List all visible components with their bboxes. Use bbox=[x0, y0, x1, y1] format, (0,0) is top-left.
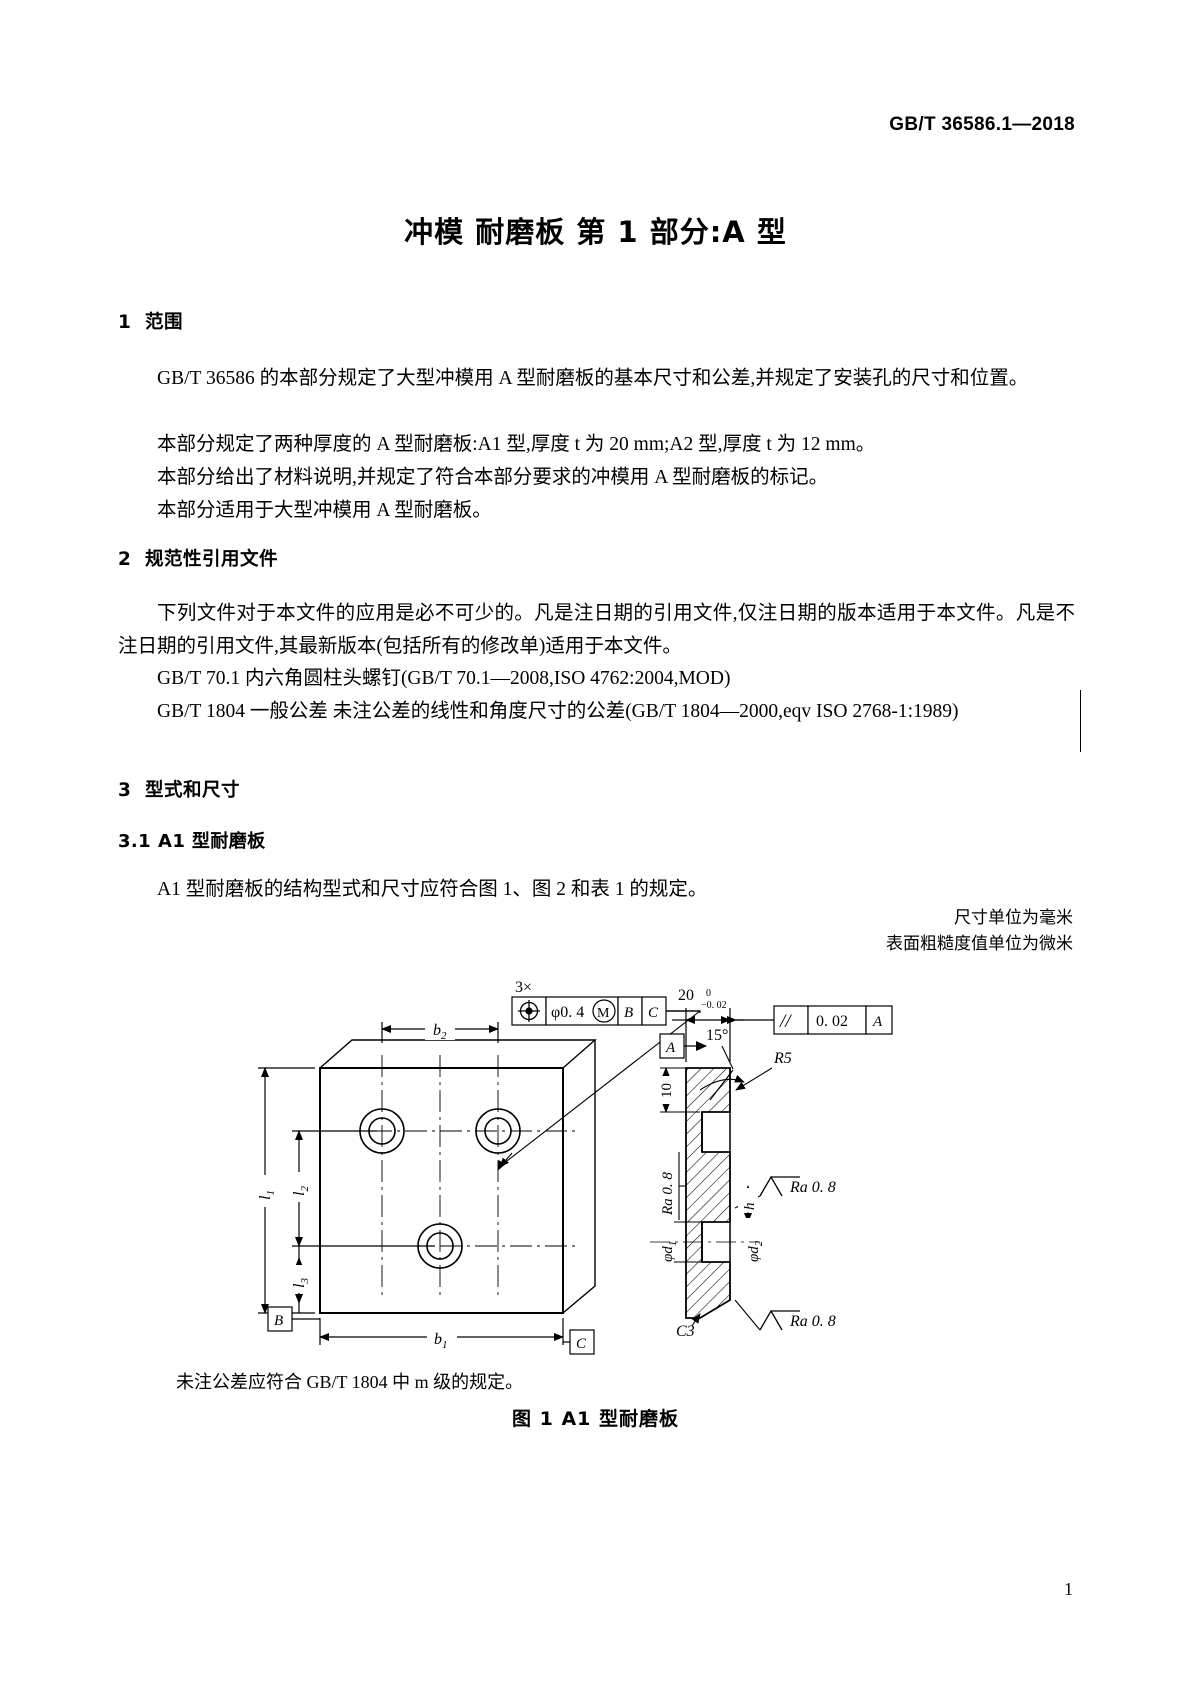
dim-label-b1: b1 bbox=[434, 1331, 448, 1351]
fcf-diameter-tolerance: φ0. 4 bbox=[551, 1004, 584, 1021]
section-1-paragraph-2: 本部分规定了两种厚度的 A 型耐磨板:A1 型,厚度 t 为 20 mm;A2 … bbox=[157, 434, 876, 455]
figure-footnote: 未注公差应符合 GB/T 1804 中 m 级的规定。 bbox=[176, 1372, 524, 1392]
datum-a-section: A bbox=[665, 1040, 676, 1056]
page-number: 1 bbox=[1064, 1579, 1073, 1599]
unit-note-roughness: 表面粗糙度值单位为微米 bbox=[886, 934, 1073, 953]
section-2-title: 规范性引用文件 bbox=[145, 549, 279, 570]
dim-h-label: h bbox=[742, 1203, 758, 1211]
section-1-number: 1 bbox=[118, 312, 132, 333]
heading-section-3-1: 3.1 A1 型耐磨板 bbox=[118, 827, 266, 853]
svg-text:Ra 0. 8: Ra 0. 8 bbox=[789, 1179, 836, 1196]
feature-control-frame: φ0. 4 M B C bbox=[511, 996, 667, 1026]
dim-d1-label: φd1 bbox=[660, 1241, 679, 1262]
parallelism-symbol: // bbox=[779, 1011, 792, 1032]
change-bar bbox=[1080, 690, 1081, 752]
figure-unit-notes: 尺寸单位为毫米 表面粗糙度值单位为微米 bbox=[886, 905, 1073, 957]
section-1-paragraph-3: 本部分给出了材料说明,并规定了符合本部分要求的冲模用 A 型耐磨板的标记。 bbox=[157, 467, 829, 488]
section-2-reference-2: GB/T 1804 一般公差 未注公差的线性和角度尺寸的公差(GB/T 1804… bbox=[157, 701, 959, 722]
roughness-left: Ra 0. 8 bbox=[655, 1152, 686, 1220]
running-header: GB/T 36586.1—2018 bbox=[889, 114, 1075, 136]
dim-20-value: 20 bbox=[678, 987, 694, 1004]
heading-section-1: 1 范围 bbox=[118, 308, 183, 334]
section-2-reference-1: GB/T 70.1 内六角圆柱头螺钉(GB/T 70.1—2008,ISO 47… bbox=[157, 668, 731, 689]
section-1-paragraph-4: 本部分适用于大型冲模用 A 型耐磨板。 bbox=[157, 500, 492, 521]
unit-note-dimension: 尺寸单位为毫米 bbox=[954, 908, 1073, 927]
figure-caption: 图 1 A1 型耐磨板 bbox=[512, 1408, 679, 1430]
hole-count-label: 3× bbox=[515, 979, 532, 996]
parallelism-datum: A bbox=[872, 1014, 883, 1030]
radius-r5-label: R5 bbox=[773, 1050, 792, 1067]
fcf-mmc-modifier: M bbox=[597, 1006, 610, 1021]
section-1-paragraph-1: GB/T 36586 的本部分规定了大型冲模用 A 型耐磨板的基本尺寸和公差,并… bbox=[157, 368, 1029, 389]
dim-10-label: 10 bbox=[659, 1083, 675, 1098]
page-title: 冲模 耐磨板 第 1 部分:A 型 bbox=[404, 215, 787, 249]
roughness-right-lower: Ra 0. 8 bbox=[734, 1299, 836, 1331]
section-2-paragraph-1: 下列文件对于本文件的应用是必不可少的。凡是注日期的引用文件,仅注日期的版本适用于… bbox=[118, 603, 1075, 657]
header-standard-id: GB/T 36586.1—2018 bbox=[889, 114, 1075, 135]
dim-label-l3: l3 bbox=[291, 1278, 311, 1288]
parallelism-value: 0. 02 bbox=[816, 1013, 848, 1030]
dim-d2-label: φd2 bbox=[746, 1240, 765, 1262]
dim-20-upper-tol: 0 bbox=[706, 988, 711, 999]
section-1-title: 范围 bbox=[145, 312, 184, 333]
datum-c-plan: C bbox=[576, 1336, 587, 1352]
roughness-right-upper: Ra 0. 8 bbox=[734, 1175, 836, 1209]
chamfer-c3-label: C3 bbox=[676, 1323, 695, 1340]
section-2-number: 2 bbox=[118, 549, 132, 570]
fcf-datum-c: C bbox=[648, 1005, 659, 1021]
dim-20-lower-tol: −0. 02 bbox=[701, 1000, 727, 1011]
parallelism-frame: // 0. 02 A bbox=[773, 1005, 893, 1035]
dim-label-l2: l2 bbox=[291, 1186, 311, 1196]
svg-text:Ra 0. 8: Ra 0. 8 bbox=[789, 1313, 836, 1330]
dim-label-l1: l1 bbox=[257, 1190, 277, 1200]
heading-section-3: 3 型式和尺寸 bbox=[118, 776, 240, 802]
svg-text:Ra 0. 8: Ra 0. 8 bbox=[660, 1172, 676, 1216]
section-3-1-number: 3.1 bbox=[118, 831, 152, 852]
datum-b-plan: B bbox=[274, 1313, 283, 1329]
section-3-title: 型式和尺寸 bbox=[145, 780, 241, 801]
angle-15-label: 15° bbox=[706, 1027, 728, 1044]
section-3-number: 3 bbox=[118, 780, 132, 801]
section-3-1-paragraph-1: A1 型耐磨板的结构型式和尺寸应符合图 1、图 2 和表 1 的规定。 bbox=[157, 879, 708, 900]
dim-label-b2: b2 bbox=[433, 1022, 447, 1042]
section-3-1-title: A1 型耐磨板 bbox=[158, 831, 266, 852]
heading-section-2: 2 规范性引用文件 bbox=[118, 545, 278, 571]
fcf-datum-b: B bbox=[624, 1005, 633, 1021]
